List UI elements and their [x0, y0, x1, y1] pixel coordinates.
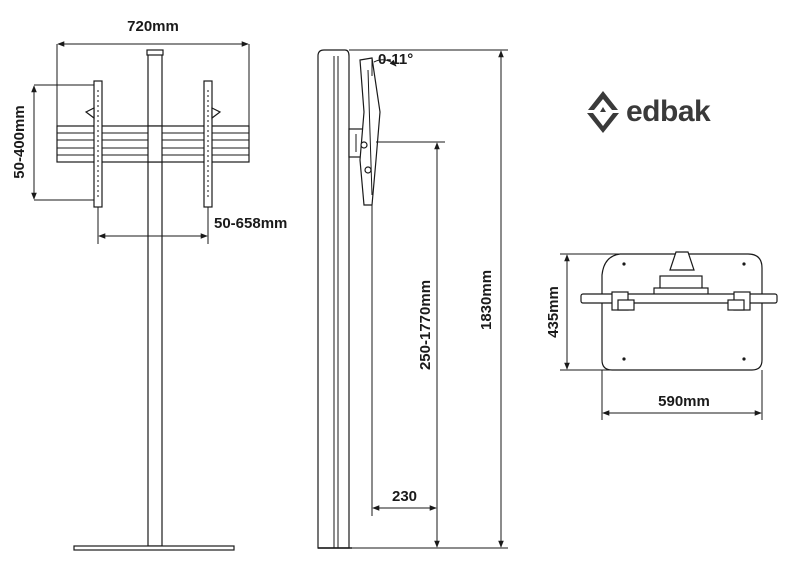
side-column — [317, 49, 352, 549]
edbak-logo: edbak — [587, 91, 712, 133]
base-width-label: 590mm — [658, 393, 710, 410]
floor-base — [73, 545, 235, 551]
base-depth-label: 435mm — [545, 286, 562, 338]
edbak-logo-icon — [587, 91, 619, 133]
base-view: 435mm 590mm — [545, 251, 778, 420]
mounting-rail — [56, 125, 250, 163]
base-pole-top — [669, 251, 695, 271]
vesa-height-label: 50-400mm — [11, 105, 28, 178]
vesa-width-label: 50-658mm — [214, 215, 287, 232]
base-plate — [601, 253, 763, 371]
front-width-label: 720mm — [127, 18, 179, 35]
tilt-label: 0-11° — [378, 51, 413, 68]
brand-name: edbak — [626, 95, 711, 128]
mount-height-label: 250-1770mm — [417, 280, 434, 370]
side-view: 0-11° 250-1770mm 1830mm 230 — [317, 49, 508, 549]
front-view: 720mm 50-400mm 50-658mm — [11, 18, 287, 551]
tilt-arc — [373, 59, 397, 67]
side-depth-label: 230 — [392, 488, 417, 505]
total-height-label: 1830mm — [478, 270, 495, 330]
side-mount-bracket — [348, 57, 381, 206]
pole-cap — [146, 49, 164, 56]
